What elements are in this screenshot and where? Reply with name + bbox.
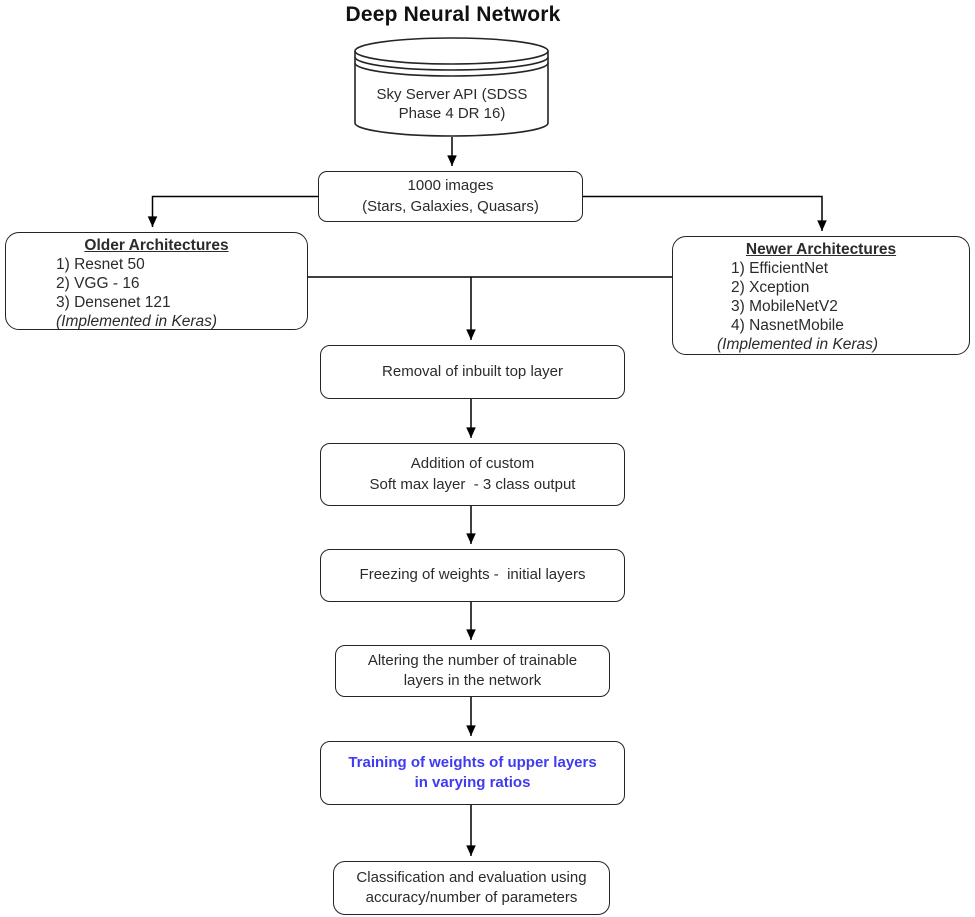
newer-arch-item: 2) Xception xyxy=(731,279,810,296)
newer-arch-note: (Implemented in Keras) xyxy=(717,336,879,353)
newer-arch-item: 4) NasnetMobile xyxy=(731,317,844,334)
node-addition-softmax: Addition of custom Soft max layer - 3 cl… xyxy=(320,443,625,506)
node-text-line-highlighted: Training of weights of upper layers xyxy=(348,753,597,771)
older-arch-note: (Implemented in Keras) xyxy=(56,313,218,330)
page-title: Deep Neural Network xyxy=(345,3,561,26)
node-text-line: Altering the number of trainable xyxy=(367,651,578,669)
node-text-line: layers in the network xyxy=(403,672,542,689)
older-arch-item: 1) Resnet 50 xyxy=(56,256,145,273)
node-newer-architectures: Newer Architectures 1) EfficientNet 2) X… xyxy=(672,236,970,355)
older-arch-item: 2) VGG - 16 xyxy=(56,275,140,292)
database-label-line: Phase 4 DR 16) xyxy=(398,105,506,122)
node-1000-images: 1000 images (Stars, Galaxies, Quasars) xyxy=(318,171,583,222)
node-altering-trainable-layers: Altering the number of trainable layers … xyxy=(335,645,610,697)
node-removal-top-layer: Removal of inbuilt top layer xyxy=(320,345,625,399)
node-text-line: Classification and evaluation using xyxy=(356,868,587,886)
newer-architectures-title: Newer Architectures xyxy=(745,241,897,258)
database-cylinder-icon xyxy=(354,37,549,137)
node-text-line-highlighted: in varying ratios xyxy=(414,774,531,791)
arrow-images-to-newer xyxy=(583,195,827,231)
arrow-images-to-older xyxy=(147,195,318,227)
newer-arch-item: 1) EfficientNet xyxy=(731,260,829,277)
node-text-line: accuracy/number of parameters xyxy=(365,889,578,906)
database-node-label: Sky Server API (SDSS Phase 4 DR 16) xyxy=(357,82,547,126)
older-arch-item: 3) Densenet 121 xyxy=(56,294,171,311)
older-architectures-title: Older Architectures xyxy=(84,237,229,254)
node-text-line: Freezing of weights - initial layers xyxy=(359,566,586,584)
node-freezing-weights: Freezing of weights - initial layers xyxy=(320,549,625,602)
node-text-line: 1000 images xyxy=(407,177,494,195)
node-text-line: Removal of inbuilt top layer xyxy=(382,362,563,380)
node-training-upper-layers: Training of weights of upper layers in v… xyxy=(320,741,625,805)
newer-arch-item: 3) MobileNetV2 xyxy=(731,298,838,315)
node-text-line: Soft max layer - 3 class output xyxy=(369,475,576,493)
node-text-line: Addition of custom xyxy=(410,455,535,473)
node-classification-evaluation: Classification and evaluation using accu… xyxy=(333,861,610,915)
node-text-line: (Stars, Galaxies, Quasars) xyxy=(362,197,539,215)
database-label-line: Sky Server API (SDSS xyxy=(376,85,528,103)
node-older-architectures: Older Architectures 1) Resnet 50 2) VGG … xyxy=(5,232,308,330)
